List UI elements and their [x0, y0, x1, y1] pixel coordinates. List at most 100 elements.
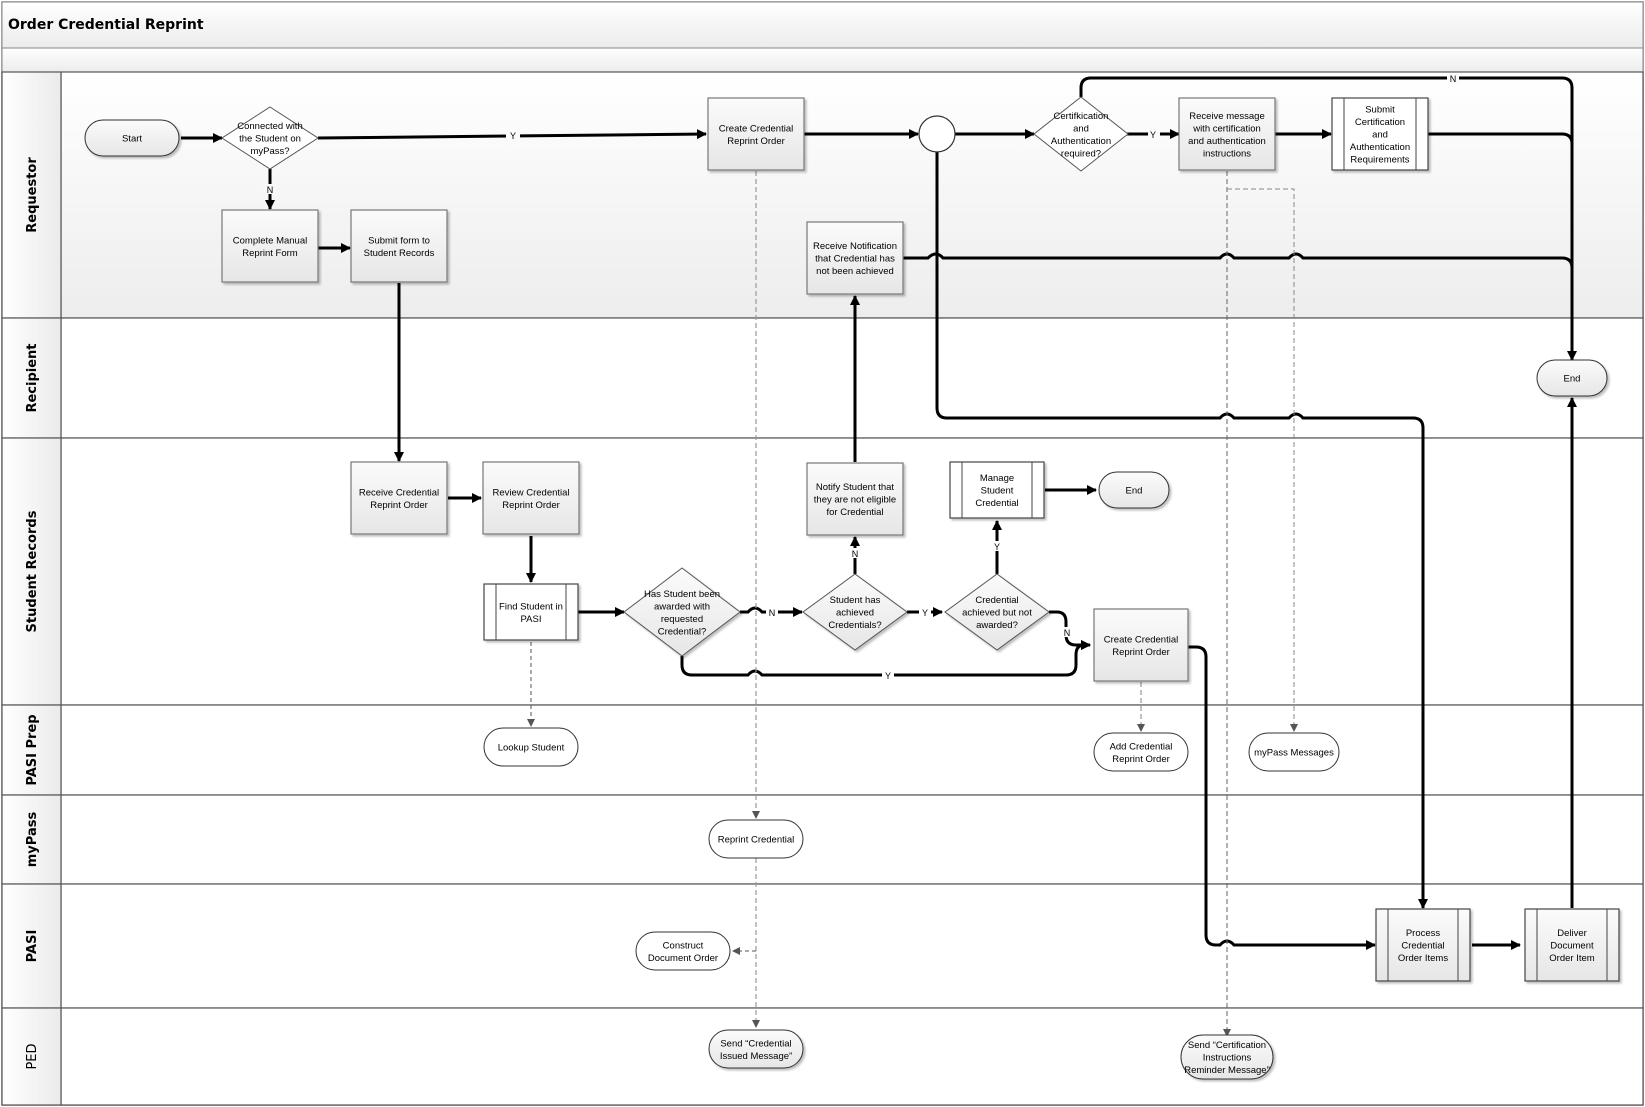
lane-ped: PED — [1, 1007, 1644, 1106]
node-label: with certification — [1192, 123, 1261, 134]
node-end-recipient[interactable]: End — [1536, 359, 1608, 397]
lane-label: Recipient — [25, 343, 40, 412]
node-label: End — [1564, 374, 1581, 385]
node-label: Receive message — [1189, 111, 1265, 122]
node-label: Create Credential — [1104, 634, 1178, 645]
node-reprint-credential[interactable]: Reprint Credential — [708, 819, 804, 859]
edge-label-yes: Y — [885, 671, 891, 681]
node-label: Student — [981, 486, 1014, 497]
edge-label-yes: Y — [1150, 130, 1156, 140]
node-label: Reprint Order — [1112, 754, 1170, 765]
edge-labels: Y N Y N N Y N Y N Y — [263, 73, 1459, 681]
lane-label: myPass — [25, 812, 40, 868]
node-label: Student has — [830, 595, 881, 606]
edge-label-yes: Y — [994, 542, 1000, 552]
connector — [740, 606, 803, 617]
node-label: Reprint Order — [502, 500, 560, 511]
connector — [1428, 132, 1574, 360]
node-lookup-student[interactable]: Lookup Student — [483, 727, 579, 767]
node-label: Submit form to — [368, 235, 430, 246]
node-label: requested — [661, 614, 703, 625]
node-label: Authentication — [1051, 136, 1111, 147]
node-label: Receive Notification — [813, 241, 897, 252]
node-label: Start — [122, 134, 142, 145]
node-label: achieved but not — [962, 608, 1032, 619]
node-label: for Credential — [826, 507, 883, 518]
node-label: Reprint Order — [727, 136, 785, 147]
edge-label-no: N — [267, 185, 274, 195]
lane-label: PED — [25, 1043, 40, 1069]
node-submit-cert[interactable]: SubmitCertificationandAuthenticationRequ… — [1331, 97, 1429, 171]
node-end-student-records[interactable]: End — [1098, 471, 1170, 509]
node-label: awarded? — [976, 620, 1018, 631]
edge-label-yes: Y — [922, 608, 928, 618]
node-label: Deliver — [1557, 928, 1587, 939]
connector — [903, 252, 1574, 360]
connector — [1188, 645, 1376, 950]
node-label: Document Order — [648, 953, 718, 964]
edge-label-no: N — [852, 549, 859, 559]
node-label: Requirements — [1350, 155, 1409, 166]
connector — [680, 640, 1091, 677]
node-label: Add Credential — [1110, 741, 1173, 752]
node-label: that Credential has — [815, 254, 895, 265]
node-label: Reprint Order — [1112, 647, 1170, 658]
merge-gateway-circle[interactable] — [918, 115, 956, 153]
node-label: awarded with — [654, 601, 710, 612]
node-mypass-messages[interactable]: myPass Messages — [1248, 732, 1340, 772]
node-label: End — [1126, 486, 1143, 497]
edge-label-no: N — [769, 608, 776, 618]
node-label: Reprint Credential — [718, 835, 795, 846]
node-send-reminder-message[interactable]: Send “CertificationInstructionsReminder … — [1180, 1034, 1274, 1080]
edge-label-yes: Y — [510, 131, 516, 141]
node-label: Instructions — [1203, 1053, 1252, 1064]
edge-label-no: N — [1450, 74, 1457, 84]
node-label: Construct — [663, 940, 704, 951]
node-label: Send “Credential — [720, 1038, 791, 1049]
node-label: Document — [1550, 941, 1594, 952]
node-label: Receive Credential — [359, 487, 439, 498]
node-label: and — [1073, 123, 1089, 134]
node-label: Create Credential — [719, 123, 793, 134]
lane-label: Student Records — [25, 510, 40, 632]
node-label: Issued Message” — [720, 1051, 792, 1062]
node-label: Lookup Student — [498, 743, 565, 754]
flow-connectors — [181, 76, 1577, 1037]
node-label: and — [1372, 130, 1388, 141]
node-label: they are not eligible — [814, 495, 896, 506]
lane-label: PASI Prep — [25, 714, 40, 785]
node-label: achieved — [836, 608, 874, 619]
node-label: Credentials? — [828, 620, 881, 631]
node-label: and authentication — [1188, 136, 1266, 147]
node-label: Credential? — [658, 626, 707, 637]
connector — [1079, 76, 1577, 361]
node-label: Review Credential — [492, 487, 569, 498]
node-start[interactable]: Start — [84, 119, 180, 157]
diagram-title: Order Credential Reprint — [8, 17, 204, 33]
edge-label-no: N — [1064, 628, 1071, 638]
association — [1227, 188, 1298, 732]
node-label: Connected with — [237, 121, 302, 132]
